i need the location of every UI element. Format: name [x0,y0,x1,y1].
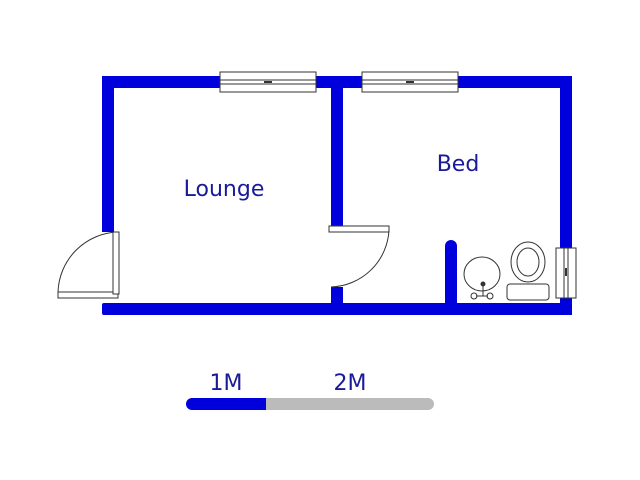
toilet-fixture [506,241,550,301]
scale-segment-second [258,398,434,410]
basin-fixture [463,256,501,300]
wall-partition-upper [331,76,343,226]
wall-top-left [102,76,224,88]
exterior-walls [102,76,572,315]
scale-label-2m: 2M [334,371,367,396]
room-label-lounge: Lounge [184,177,265,202]
basin-icon [463,256,501,292]
room-label-bed: Bed [437,152,480,177]
wall-right-upper [560,76,572,248]
wall-partition-lower [331,287,343,315]
window-bathroom [555,247,577,299]
scale-bar: 1M 2M [186,371,434,410]
scale-segment-first [186,398,266,410]
door-entrance [57,231,120,299]
toilet-tank-icon [506,283,550,301]
window-lounge [219,71,317,93]
door-interior [328,225,390,288]
wall-top-right [456,76,572,88]
wall-right-lower [560,296,572,315]
wall-left [102,76,114,232]
scale-label-1m: 1M [210,371,243,396]
window-bed [361,71,459,93]
wall-bathroom-stub [445,240,457,315]
